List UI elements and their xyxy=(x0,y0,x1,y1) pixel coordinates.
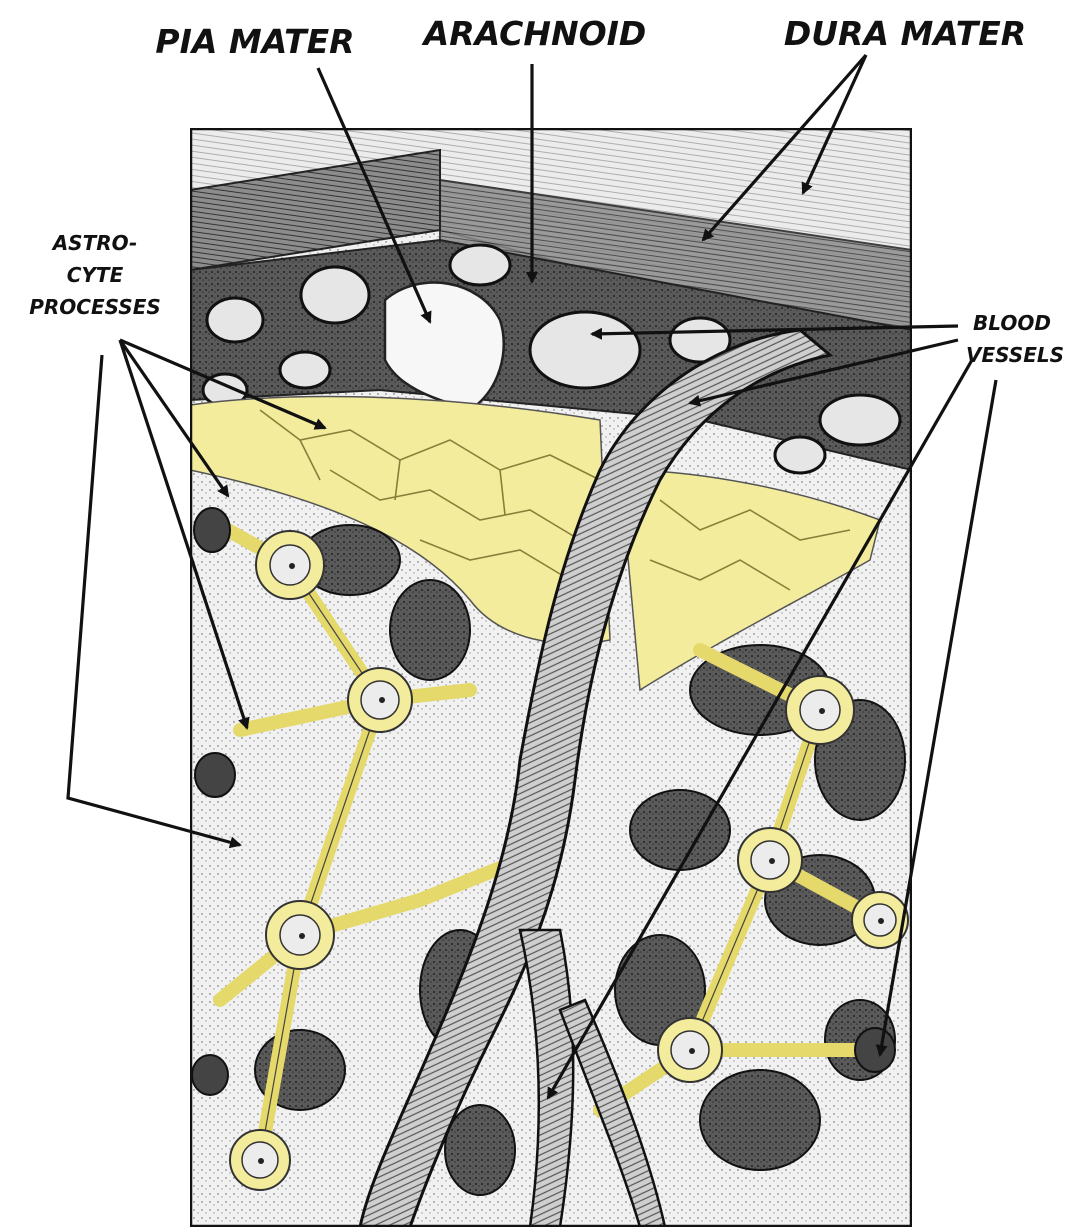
label-blood-line1: BLOOD xyxy=(973,311,1051,335)
label-astrocyte-line2: CYTE xyxy=(67,263,124,287)
label-blood-line2: VESSELS xyxy=(966,343,1064,367)
label-astrocyte-line3: PROCESSES xyxy=(29,295,161,319)
label-pia-mater: PIA MATER xyxy=(155,22,354,61)
label-dura-mater: DURA MATER xyxy=(784,14,1026,53)
label-arachnoid: ARACHNOID xyxy=(421,14,647,53)
illustration xyxy=(190,128,912,1227)
label-astrocyte-line1: ASTRO- xyxy=(51,231,138,255)
